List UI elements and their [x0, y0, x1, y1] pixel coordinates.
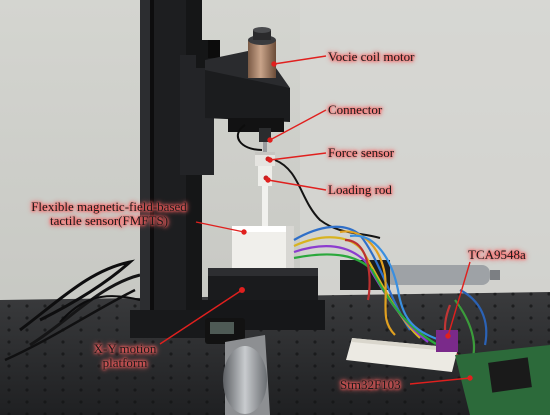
signal-wires — [293, 225, 488, 366]
fmfts-pointer-dot — [241, 229, 247, 235]
connector-pointer-dot — [267, 137, 273, 143]
label-loading-rod: Loading rod — [328, 182, 392, 197]
motor-pointer-dot — [271, 61, 277, 67]
xy-pointer-dot — [239, 287, 245, 293]
tca-pointer — [447, 261, 471, 337]
stm32-pointer-dot — [467, 375, 473, 381]
force-sensor-pointer-dot — [267, 157, 273, 163]
loading-rod-pointer — [267, 179, 327, 191]
fmfts-pointer — [195, 221, 245, 233]
label-fmfts-line1: Flexible magnetic-field-based — [31, 199, 187, 214]
label-xy-line1: X-Y motion — [93, 341, 157, 356]
voice-coil-motor — [248, 40, 276, 78]
connector-pointer — [269, 109, 327, 141]
label-voice-coil-motor: Vocie coil motor — [328, 49, 415, 64]
label-fmfts: Flexible magnetic-field-based tactile se… — [14, 200, 204, 228]
fmfts-sensor — [232, 226, 294, 268]
label-tca9548a: TCA9548a — [468, 247, 526, 262]
annotation-lines — [159, 55, 473, 385]
motor-pointer — [273, 55, 327, 65]
xy-pointer — [159, 289, 243, 345]
label-connector: Connector — [328, 102, 383, 117]
force-sensor-pointer — [269, 152, 327, 161]
tca9548a-board — [436, 330, 458, 352]
stm32-pointer — [409, 377, 471, 385]
label-force-sensor: Force sensor — [328, 145, 395, 160]
tca-pointer-dot — [445, 333, 451, 339]
label-xy-line2: platform — [102, 355, 148, 370]
horizontal-arm — [205, 60, 290, 122]
label-fmfts-line2: tactile sensor(FMFTS) — [49, 213, 169, 228]
label-xy-platform: X-Y motion platform — [70, 342, 180, 370]
label-stm32: Stm32F103 — [340, 377, 401, 392]
loading-rod-pointer-dot — [265, 177, 271, 183]
